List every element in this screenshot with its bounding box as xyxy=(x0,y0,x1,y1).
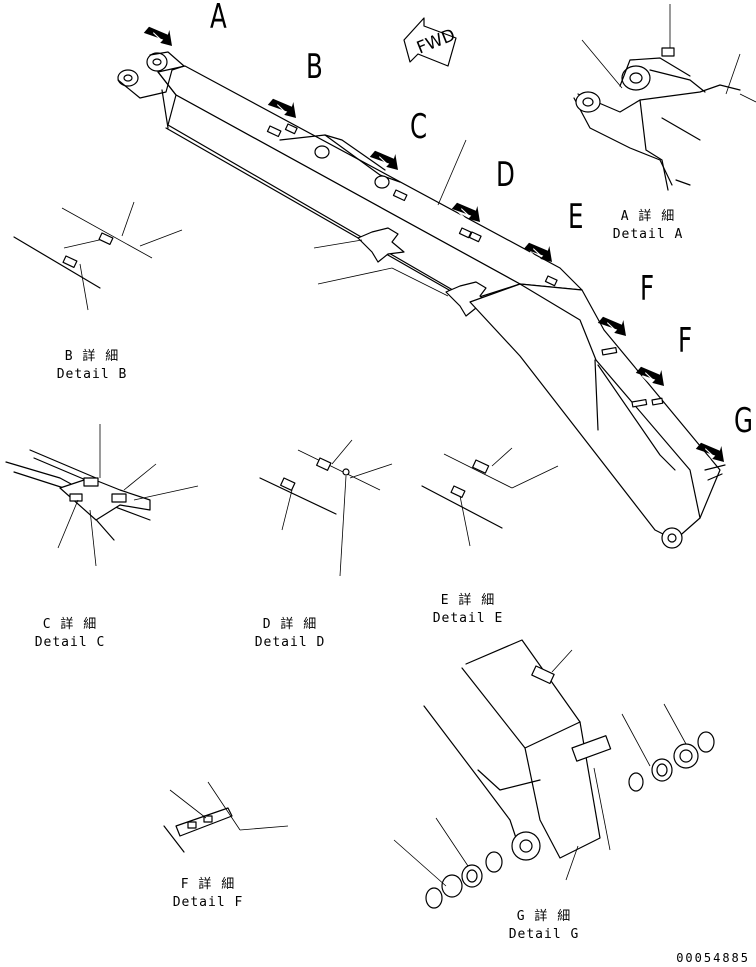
caption-detail-g: G 詳 細 Detail G xyxy=(484,908,604,944)
boom-lower-section xyxy=(469,283,721,541)
caption-detail-d-en: Detail D xyxy=(254,635,326,650)
caption-detail-b-en: Detail B xyxy=(56,367,128,382)
caption-detail-a-jp: A 詳 細 xyxy=(620,209,676,224)
caption-detail-a-en: Detail A xyxy=(612,227,684,242)
caption-detail-c-jp: C 詳 細 xyxy=(42,617,98,632)
cylinder-bracket xyxy=(279,134,401,189)
detail-b-view xyxy=(13,201,183,311)
caption-detail-b-jp: B 詳 細 xyxy=(64,349,120,364)
caption-detail-c-en: Detail C xyxy=(34,635,106,650)
caption-detail-a: A 詳 細 Detail A xyxy=(588,208,708,244)
caption-detail-d: D 詳 細 Detail D xyxy=(230,616,350,652)
caption-detail-f-en: Detail F xyxy=(172,895,244,910)
boom-decals xyxy=(266,123,664,408)
boom-leader-lines xyxy=(313,139,467,297)
caption-detail-e-en: Detail E xyxy=(432,611,504,626)
view-label-d: D xyxy=(496,155,515,195)
bushing-set-left xyxy=(393,817,503,909)
view-label-a: A xyxy=(210,0,227,37)
caption-detail-d-jp: D 詳 細 xyxy=(262,617,318,632)
view-label-g: G xyxy=(734,401,753,441)
boom-tip xyxy=(661,464,726,549)
view-label-b: B xyxy=(306,47,323,87)
detail-g-view xyxy=(393,639,715,909)
caption-detail-f-jp: F 詳 細 xyxy=(180,877,236,892)
detail-a-view xyxy=(573,4,756,191)
caption-detail-g-en: Detail G xyxy=(508,927,580,942)
boom-foot xyxy=(117,51,185,99)
caption-detail-e: E 詳 細 Detail E xyxy=(408,592,528,628)
boom-assembly xyxy=(117,51,726,549)
caption-detail-c: C 詳 細 Detail C xyxy=(10,616,130,652)
view-label-e: E xyxy=(568,197,584,237)
forward-marker xyxy=(403,17,457,67)
caption-detail-g-jp: G 詳 細 xyxy=(516,909,572,924)
detail-f-view xyxy=(163,781,289,853)
view-label-f-upper: F xyxy=(640,269,655,309)
detail-c-view xyxy=(5,424,199,567)
caption-detail-e-jp: E 詳 細 xyxy=(440,593,496,608)
drawing-part-number: 00054885 xyxy=(676,951,750,965)
detail-d-view xyxy=(259,439,393,577)
boom-top-face xyxy=(157,65,583,291)
view-label-f-lower: F xyxy=(678,321,693,361)
caption-detail-b: B 詳 細 Detail B xyxy=(32,348,152,384)
detail-e-view xyxy=(421,447,559,547)
lifting-lug-front xyxy=(357,227,405,263)
view-label-c: C xyxy=(410,107,428,147)
caption-detail-f: F 詳 細 Detail F xyxy=(148,876,268,912)
bushing-set-right xyxy=(621,703,715,792)
